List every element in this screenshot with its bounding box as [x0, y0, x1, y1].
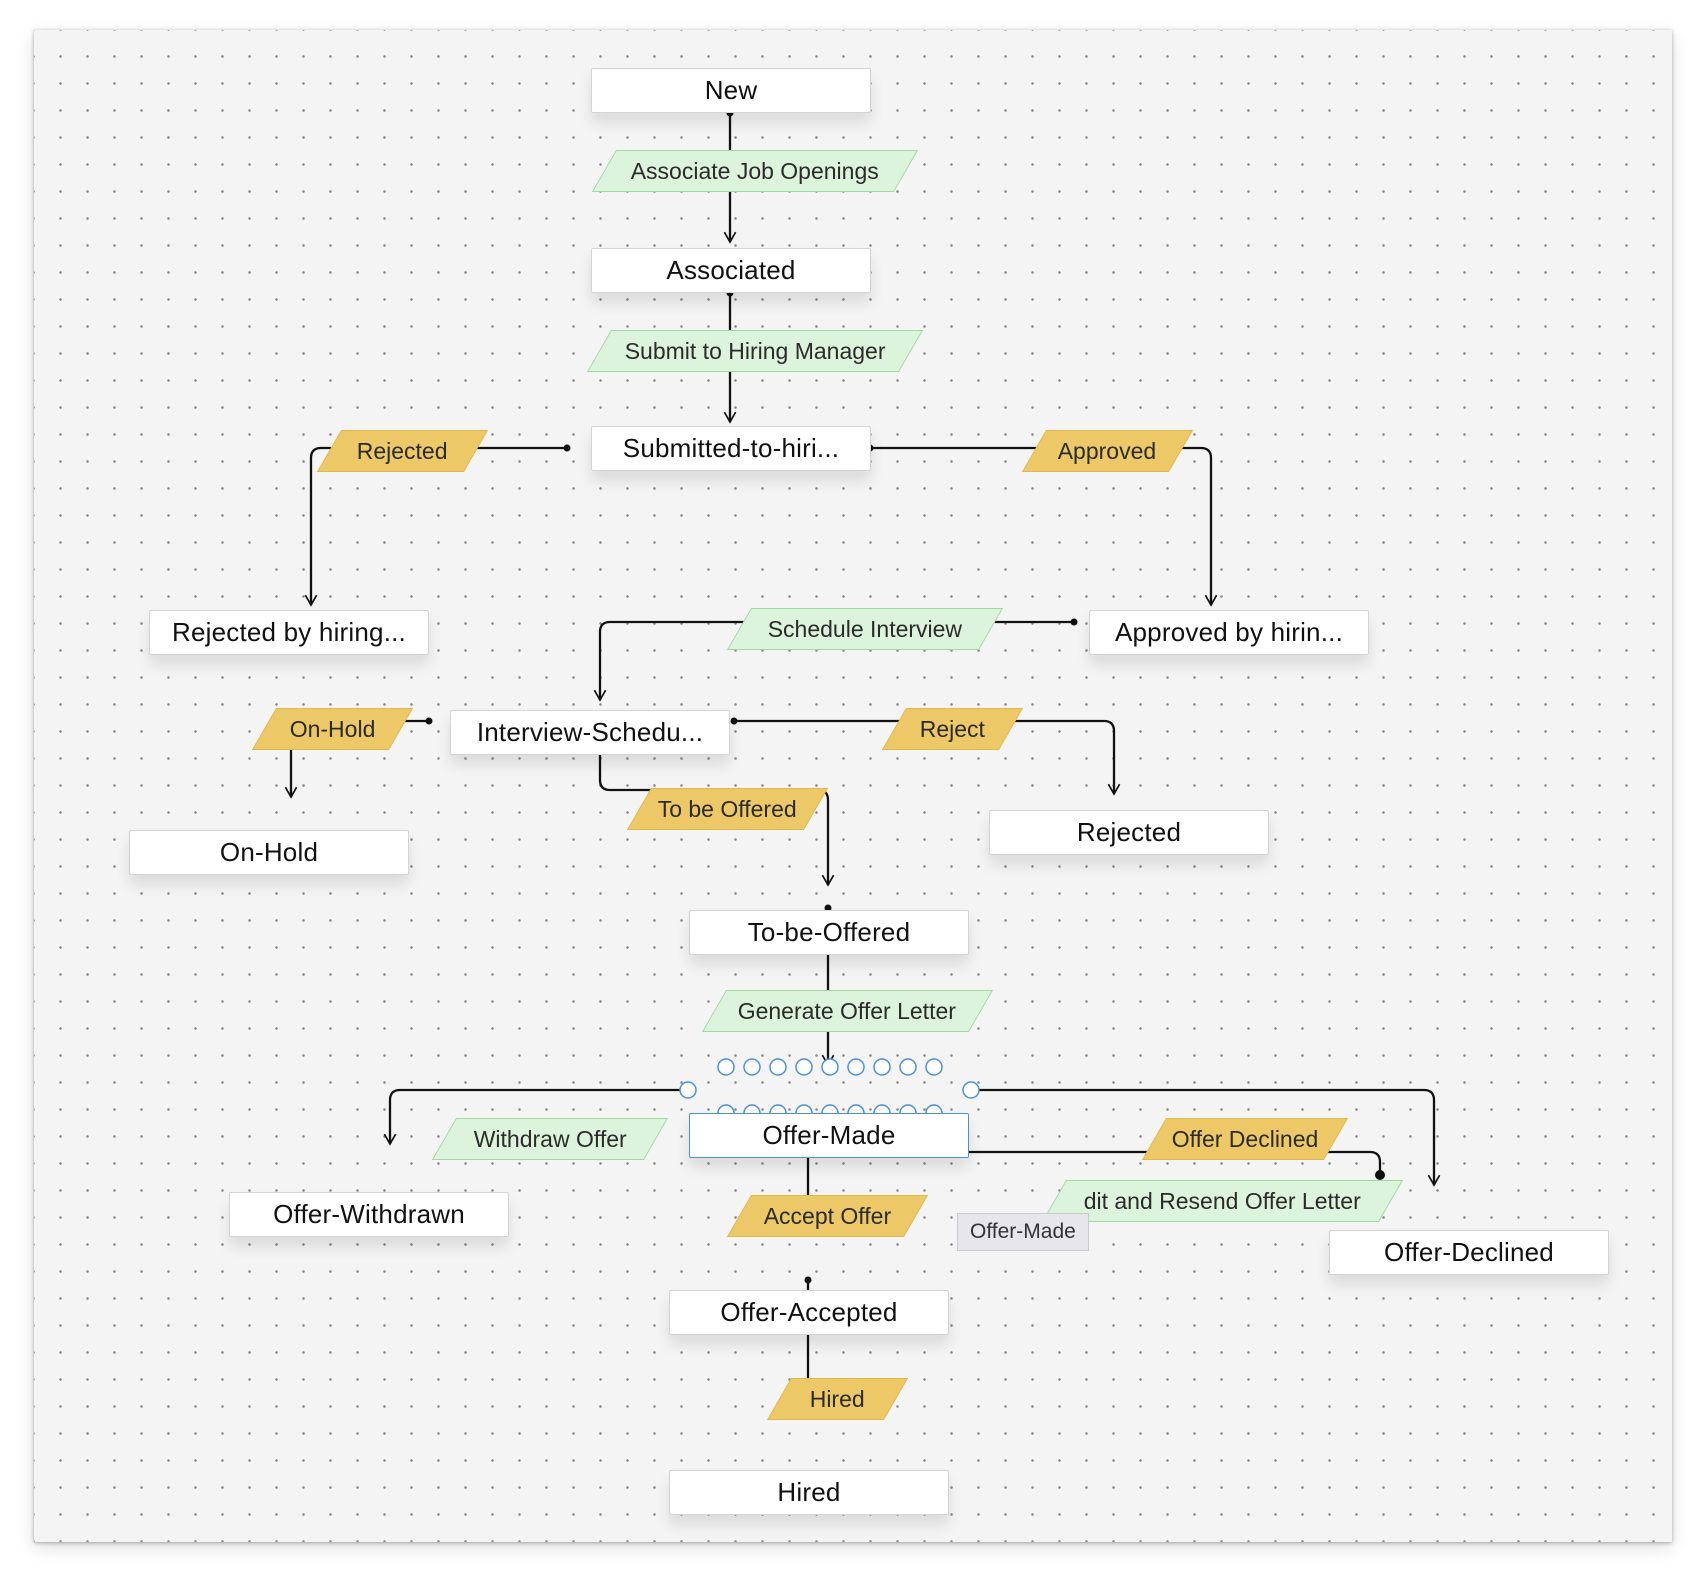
node-submitted-to-hiring-manager[interactable]: Submitted-to-hiri... — [591, 426, 871, 471]
node-tooltip: Offer-Made — [957, 1213, 1089, 1251]
node-new[interactable]: New — [591, 68, 871, 113]
node-offer-withdrawn[interactable]: Offer-Withdrawn — [229, 1192, 509, 1237]
node-rejected-by-hiring-manager[interactable]: Rejected by hiring... — [149, 610, 429, 655]
node-rejected[interactable]: Rejected — [989, 810, 1269, 855]
edge-declined-offermade — [925, 1118, 1382, 1175]
node-offer-made[interactable]: Offer-Made — [689, 1113, 969, 1158]
transition-on-hold[interactable]: On-Hold — [251, 708, 414, 750]
node-interview-scheduled[interactable]: Interview-Schedu... — [450, 710, 730, 755]
node-to-be-offered[interactable]: To-be-Offered — [689, 910, 969, 955]
node-hired[interactable]: Hired — [669, 1470, 949, 1515]
node-associated[interactable]: Associated — [591, 248, 871, 293]
transition-submit-to-hiring-manager[interactable]: Submit to Hiring Manager — [586, 330, 924, 372]
transition-associate-job-openings[interactable]: Associate Job Openings — [591, 150, 919, 192]
edge-offermade-declined — [965, 1088, 1441, 1187]
edge-submitted-rejected — [304, 446, 567, 607]
transition-offer-declined[interactable]: Offer Declined — [1141, 1118, 1349, 1160]
workflow-canvas[interactable]: New Associated Submitted-to-hiri... Reje… — [34, 30, 1672, 1542]
edge-submitted-approved — [870, 446, 1218, 607]
transition-reject[interactable]: Reject — [881, 708, 1024, 750]
transition-generate-offer-letter[interactable]: Generate Offer Letter — [701, 990, 994, 1032]
edge-offermade-withdrawn — [383, 1088, 688, 1146]
node-on-hold[interactable]: On-Hold — [129, 830, 409, 875]
edge-interview-rejected — [734, 719, 1121, 796]
node-approved-by-hiring-manager[interactable]: Approved by hirin... — [1089, 610, 1369, 655]
node-offer-declined[interactable]: Offer-Declined — [1329, 1230, 1609, 1275]
transition-rejected[interactable]: Rejected — [316, 430, 489, 472]
selection-handles — [679, 1058, 980, 1122]
transition-schedule-interview[interactable]: Schedule Interview — [726, 608, 1004, 650]
transition-approved[interactable]: Approved — [1021, 430, 1194, 472]
transition-to-be-offered[interactable]: To be Offered — [626, 788, 829, 830]
transition-withdraw-offer[interactable]: Withdraw Offer — [431, 1118, 669, 1160]
transition-edit-and-resend-offer-letter[interactable]: dit and Resend Offer Letter — [1041, 1180, 1404, 1222]
node-offer-accepted[interactable]: Offer-Accepted — [669, 1290, 949, 1335]
transition-hired[interactable]: Hired — [766, 1378, 909, 1420]
transition-accept-offer[interactable]: Accept Offer — [726, 1195, 929, 1237]
edge-approved-interview — [593, 620, 1074, 702]
